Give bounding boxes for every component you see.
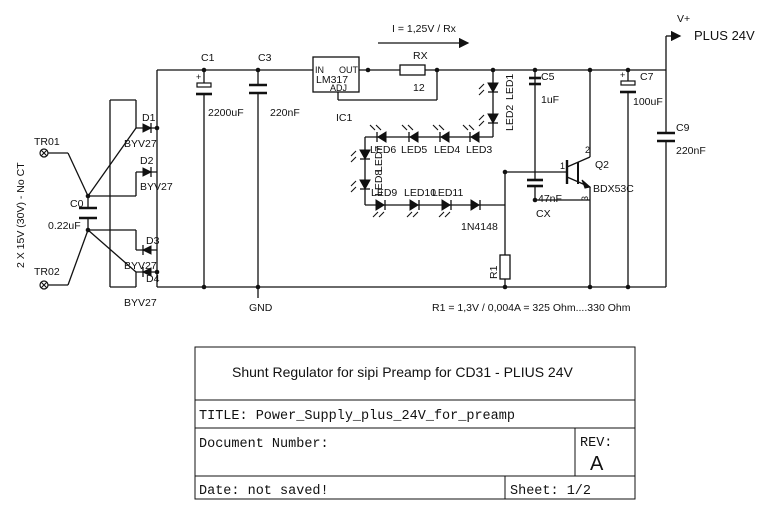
capacitor-c3: C3 220nF xyxy=(249,52,300,119)
diode-d4: D4 BYV27 xyxy=(124,267,160,309)
vplus-label: V+ xyxy=(677,13,690,25)
led5-label: LED5 xyxy=(401,144,427,156)
led11-label: LED11 xyxy=(432,187,463,199)
cx-value: 47nF xyxy=(538,193,562,205)
title-block: Shunt Regulator for sipi Preamp for CD31… xyxy=(194,346,636,500)
svg-text:+: + xyxy=(196,72,201,82)
d3-label: D3 xyxy=(146,235,160,247)
led-5: LED5 xyxy=(401,124,427,156)
resistor-r1: R1 xyxy=(488,254,511,280)
ic-in-pin: IN xyxy=(315,65,324,75)
capacitor-c7: + C7 100uF xyxy=(620,70,663,108)
input-voltage-label: 2 X 15V (30V) - No CT xyxy=(15,162,27,268)
ic-part: LM317 xyxy=(316,74,348,86)
diode-d2: D2 BYV27 xyxy=(140,155,173,193)
led9-label: LED9 xyxy=(371,187,397,199)
led-7: LED7 xyxy=(350,146,385,172)
title-block-sheet: Sheet: 1/2 xyxy=(510,484,591,499)
rx-value: 12 xyxy=(413,82,425,94)
c9-value: 220nF xyxy=(676,145,706,157)
led-6: LED6 xyxy=(369,124,396,156)
d2-label: D2 xyxy=(140,155,154,167)
q2-pin1: 1 xyxy=(560,161,565,171)
title-block-document-number: Document Number: xyxy=(199,437,329,452)
title-block-heading: Shunt Regulator for sipi Preamp for CD31… xyxy=(232,364,573,380)
led3-label: LED3 xyxy=(466,144,492,156)
connector-tr01: TR01 xyxy=(34,136,60,158)
led1-label: LED1 xyxy=(504,74,516,100)
c5-value: 1uF xyxy=(541,94,559,106)
c0-value: 0.22uF xyxy=(48,220,81,232)
led4-label: LED4 xyxy=(434,144,460,156)
ic-adj-pin: ADJ xyxy=(330,83,347,93)
d2-part: BYV27 xyxy=(140,181,173,193)
c3-value: 220nF xyxy=(270,107,300,119)
led-1: LED1 xyxy=(478,74,516,100)
led8-label: LED8 xyxy=(373,170,385,196)
led-9: LED9 xyxy=(371,187,397,218)
led-8: LED8 xyxy=(350,170,385,196)
svg-text:+: + xyxy=(620,70,625,80)
diode-d1: D1 BYV27 xyxy=(124,112,157,150)
title-block-title: TITLE: Power_Supply_plus_24V_for_preamp xyxy=(199,409,515,424)
diode-1n4148: 1N4148 xyxy=(461,199,498,233)
rx-label: RX xyxy=(413,50,428,62)
led-2: LED2 xyxy=(478,105,516,131)
led-4: LED4 xyxy=(432,124,460,156)
c7-value: 100uF xyxy=(633,96,663,108)
c1-value: 2200uF xyxy=(208,107,244,119)
resistor-rx: RX 12 xyxy=(399,50,428,94)
r1-formula: R1 = 1,3V / 0,004A = 325 Ohm....330 Ohm xyxy=(432,302,631,314)
wires xyxy=(48,30,682,298)
transistor-q2: 1 2 3 Q2 BDX53C xyxy=(560,145,634,201)
q2-label: Q2 xyxy=(595,159,609,171)
ic-out-pin: OUT xyxy=(339,65,359,75)
regulator-ic1: IN OUT LM317 ADJ IC1 xyxy=(312,56,360,124)
led2-label: LED2 xyxy=(504,105,516,131)
q2-pin2: 2 xyxy=(585,145,590,155)
d1-label: D1 xyxy=(142,112,156,124)
d-1n4148-label: 1N4148 xyxy=(461,221,498,233)
ic1-label: IC1 xyxy=(336,112,353,124)
q2-part: BDX53C xyxy=(593,183,634,195)
c0-label: C0 xyxy=(70,198,84,210)
connector-tr02: TR02 xyxy=(34,266,60,290)
led-3: LED3 xyxy=(462,124,492,156)
led-10: LED10 xyxy=(404,187,436,218)
capacitor-c0: C0 0.22uF xyxy=(48,198,97,232)
c7-label: C7 xyxy=(640,71,654,83)
cx-label: CX xyxy=(536,208,551,220)
title-block-rev-label: REV: xyxy=(580,436,612,451)
q2-pin3: 3 xyxy=(580,196,590,201)
d4-part: BYV27 xyxy=(124,297,157,309)
c9-label: C9 xyxy=(676,122,690,134)
capacitor-cx: 47nF CX xyxy=(527,178,562,220)
output-label: PLUS 24V xyxy=(694,28,755,43)
current-formula: I = 1,25V / Rx xyxy=(392,23,457,35)
tr01-label: TR01 xyxy=(34,136,60,148)
c1-label: C1 xyxy=(201,52,215,64)
capacitor-c1: + C1 2200uF xyxy=(196,52,244,119)
gnd-label: GND xyxy=(249,302,273,314)
c3-label: C3 xyxy=(258,52,272,64)
title-block-rev-value: A xyxy=(590,453,604,475)
led7-label: LED7 xyxy=(373,146,385,172)
d3-part: BYV27 xyxy=(124,260,157,272)
title-block-date: Date: not saved! xyxy=(199,484,329,499)
junction-dots xyxy=(85,67,631,290)
r1-label: R1 xyxy=(488,265,500,279)
d1-part: BYV27 xyxy=(124,138,157,150)
tr02-label: TR02 xyxy=(34,266,60,278)
led-11: LED11 xyxy=(432,187,463,218)
d4-label: D4 xyxy=(146,273,160,285)
c5-label: C5 xyxy=(541,71,555,83)
capacitor-c5: C5 1uF xyxy=(529,71,559,106)
capacitor-c9: C9 220nF xyxy=(657,122,706,157)
led6-label: LED6 xyxy=(370,144,396,156)
diode-d3: D3 BYV27 xyxy=(124,235,160,272)
led10-label: LED10 xyxy=(404,187,436,199)
